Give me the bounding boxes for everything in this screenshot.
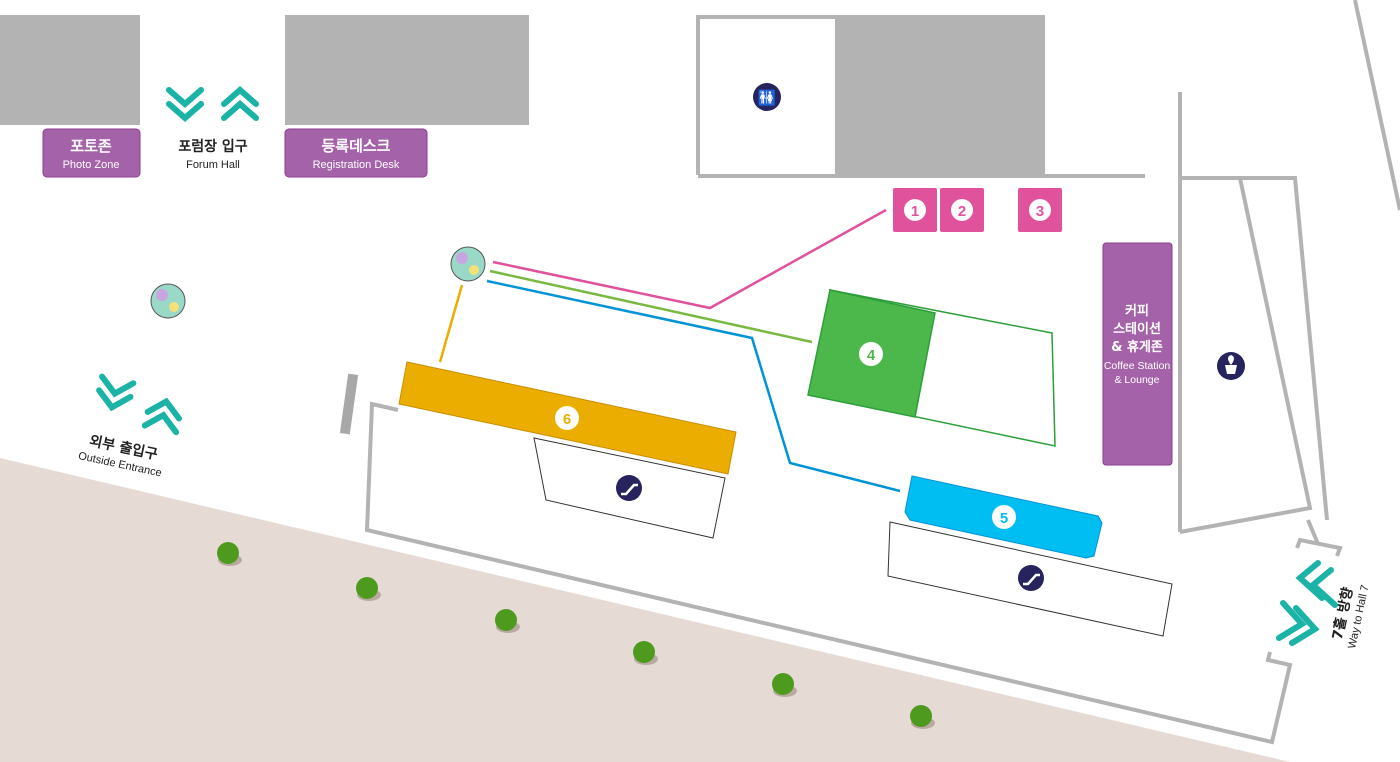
forum-hall-entrance[interactable]: 포럼장 입구 Forum Hall (166, 86, 259, 171)
booth-4[interactable]: 4 (807, 288, 1056, 447)
wall (1353, 0, 1400, 211)
booth-number: 5 (1000, 510, 1008, 527)
label-en: Forum Hall (186, 159, 240, 171)
booth-5[interactable]: 5 (904, 475, 1103, 559)
plant-icon (1217, 352, 1245, 380)
chevron-down-icon (166, 86, 259, 122)
booth-1[interactable]: 1 (893, 188, 937, 232)
label-ko: 커피 (1125, 304, 1149, 319)
connector-line-booth-6 (438, 284, 464, 363)
hall-outer-wall (364, 401, 1293, 745)
tree-icon (356, 577, 381, 601)
info-globe-icon[interactable] (450, 246, 486, 282)
tree-icon (910, 705, 935, 729)
tree-icon (772, 673, 797, 697)
wall (1306, 519, 1320, 545)
connector-line-booth-4 (489, 269, 813, 344)
hall7-door-top (1295, 537, 1343, 557)
booth-number: 4 (867, 347, 876, 364)
booth-number: 6 (563, 411, 571, 428)
booth-3[interactable]: 3 (1018, 188, 1062, 232)
connector-line-booth-5 (486, 279, 901, 493)
hall7-direction[interactable]: 7홀 방향 Way to Hall 7 (1276, 560, 1371, 650)
booth-2[interactable]: 2 (940, 188, 984, 232)
booth-number: 3 (1036, 203, 1044, 220)
restroom-wall (696, 15, 835, 175)
booth-6[interactable]: 6 (398, 361, 737, 475)
escalator-icon (1018, 565, 1044, 591)
label-ko: 등록데스크 (321, 137, 390, 155)
tree-icon (217, 542, 242, 566)
building-block (835, 15, 1045, 175)
label-ko: & 휴게존 (1111, 339, 1163, 355)
booth-number: 2 (958, 203, 966, 220)
svg-text:🚻: 🚻 (758, 89, 777, 107)
chevron-icon (96, 373, 183, 436)
booth-number: 1 (911, 203, 919, 220)
label-en: Coffee Station (1104, 360, 1171, 372)
wall (1179, 177, 1313, 534)
label-ko: 포토존 (70, 137, 112, 155)
label-ko: 포럼장 입구 (178, 138, 247, 155)
registration-desk-label[interactable]: 등록데스크 Registration Desk (284, 128, 428, 178)
connector-line-booths-1-3 (492, 208, 887, 310)
building-block (285, 15, 529, 125)
label-en: & Lounge (1115, 374, 1160, 386)
outdoor-ground (0, 458, 1290, 762)
entrance-post (339, 373, 359, 435)
tree-icon (633, 641, 658, 665)
info-globe-icon[interactable] (150, 283, 186, 319)
tree-icon (495, 609, 520, 633)
building-block (0, 15, 140, 125)
label-en: Registration Desk (313, 159, 400, 171)
wall (1180, 176, 1329, 521)
photo-zone-label[interactable]: 포토존 Photo Zone (42, 128, 141, 178)
outside-entrance[interactable]: 외부 출입구 Outside Entrance (77, 373, 184, 480)
escalator-icon (616, 475, 642, 501)
label-ko: 스테이션 (1113, 321, 1161, 337)
coffee-station-label[interactable]: 커피 스테이션 & 휴게존 Coffee Station & Lounge (1102, 242, 1173, 466)
label-en: Photo Zone (63, 159, 120, 171)
restroom-icon: 🚻 (753, 83, 781, 111)
chevron-icon (1276, 560, 1338, 646)
